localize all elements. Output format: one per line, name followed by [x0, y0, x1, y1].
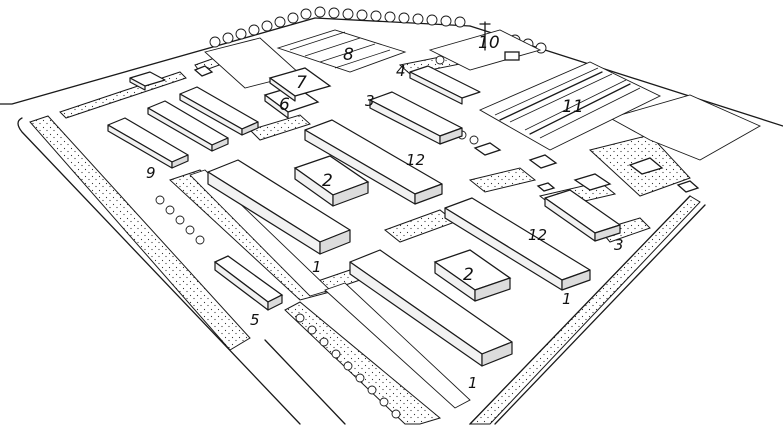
label-3-upper: 3	[365, 92, 375, 110]
label-12-lower: 12	[528, 226, 547, 244]
label-2-upper: 2	[322, 171, 333, 191]
barns-group-9	[107, 71, 259, 169]
label-6: 6	[279, 95, 290, 115]
label-5: 5	[250, 311, 260, 329]
label-7: 7	[296, 73, 307, 93]
barns-lower	[349, 173, 621, 367]
barns-central	[207, 119, 443, 255]
label-10: 10	[478, 33, 500, 53]
building-6-7	[263, 67, 332, 119]
label-2-lower: 2	[463, 265, 474, 285]
label-12-upper: 12	[406, 151, 425, 169]
label-1-left: 1	[312, 258, 322, 276]
yards	[189, 37, 761, 409]
building-8	[276, 29, 407, 73]
label-9: 9	[146, 164, 156, 182]
buildings-3-4	[369, 65, 481, 145]
building-labels: 1 1 1 2 2 3 3 4 5 6 7 8 9 10 11 12 12	[146, 33, 624, 392]
label-1-right: 1	[562, 290, 572, 308]
building-10	[428, 21, 542, 71]
misc-structures	[193, 65, 700, 193]
building-5	[213, 255, 284, 311]
label-8: 8	[343, 45, 354, 65]
building-11	[478, 61, 662, 151]
label-11: 11	[562, 97, 584, 117]
label-3-right: 3	[614, 236, 624, 254]
label-1-bottom: 1	[468, 374, 478, 392]
label-4: 4	[396, 62, 406, 80]
